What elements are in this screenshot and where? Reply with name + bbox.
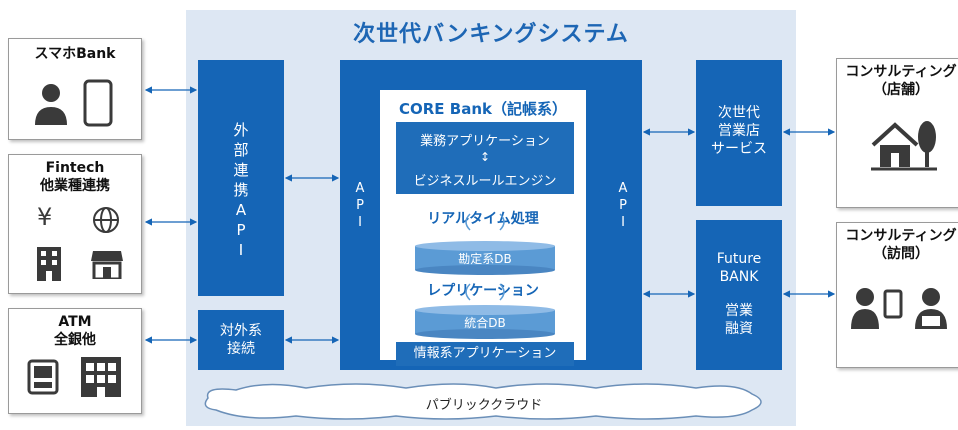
api-left-label: A P I <box>340 180 380 231</box>
house-tree-icon <box>871 121 937 171</box>
store-icon <box>91 251 123 279</box>
external-api-char: I <box>238 241 244 259</box>
accounting-db-cylinder <box>415 241 555 275</box>
consulting-visit-title: コンサルティング <box>845 228 957 244</box>
consultant-customer-icon <box>851 288 947 329</box>
api-right-char: I <box>621 215 625 230</box>
person-phone-icon <box>35 79 113 127</box>
api-right-label: A P I <box>604 180 642 231</box>
realtime-curve-left <box>465 213 471 231</box>
api-left-char: A <box>355 181 365 196</box>
cloud-shape <box>204 383 762 420</box>
external-api-char: 連 <box>233 161 249 179</box>
atm-title: ATM <box>58 314 92 330</box>
atm-box: ATM 全銀他 <box>8 308 142 414</box>
smartphone-bank-box: スマホBank <box>8 38 142 140</box>
external-connection-box: 対外系 接続 <box>198 310 284 370</box>
cloud-label: パブリッククラウド <box>425 398 543 413</box>
smartphone-bank-title: スマホBank <box>34 46 116 62</box>
future-bank-line1: Future <box>716 251 762 267</box>
api-left-char: P <box>356 198 364 213</box>
integrated-db-label: 統合DB <box>464 316 506 330</box>
consulting-visit-box: コンサルティング （訪問） <box>836 222 958 368</box>
external-api-char: 携 <box>233 181 249 199</box>
external-api-box: 外 部 連 携 A P I <box>198 60 284 296</box>
future-bank-line2: BANK <box>719 269 759 285</box>
bank-building-icon <box>81 357 121 397</box>
integrated-db-cylinder <box>415 305 555 339</box>
atm-icon <box>27 359 59 395</box>
next-gen-line3: サービス <box>711 141 767 157</box>
replication-curve-left <box>465 283 471 301</box>
next-gen-line1: 次世代 <box>718 105 760 121</box>
consulting-store-title: コンサルティング <box>845 64 957 80</box>
future-bank-line4: 融資 <box>725 321 753 337</box>
api-left-char: I <box>358 215 362 230</box>
building-icon <box>37 247 61 281</box>
realtime-label: リアルタイム処理 <box>427 211 539 227</box>
external-api-char: 外 <box>233 121 249 139</box>
yen-icon: ¥ <box>37 203 53 231</box>
consulting-store-subtitle: （店舗） <box>873 82 929 98</box>
replication-label: レプリケーション <box>427 283 539 299</box>
api-right-char: A <box>618 181 628 196</box>
future-bank-box: Future BANK 営業 融資 <box>696 220 782 370</box>
future-bank-line3: 営業 <box>725 303 753 319</box>
external-api-char: A <box>235 201 247 219</box>
api-right-char: P <box>619 198 627 213</box>
replication-curve-right <box>499 283 505 301</box>
external-api-char: P <box>236 221 246 239</box>
info-app-box: 情報系アプリケーション <box>396 342 574 366</box>
accounting-db-label: 勘定系DB <box>458 252 512 266</box>
atm-subtitle: 全銀他 <box>54 332 96 348</box>
realtime-curve-right <box>499 213 505 231</box>
double-arrow-icon: ↕ <box>479 150 491 164</box>
fintech-subtitle: 他業種連携 <box>40 178 110 194</box>
next-gen-branch-box: 次世代 営業店 サービス <box>696 60 782 206</box>
consulting-store-box: コンサルティング （店舗） <box>836 58 958 208</box>
info-app-label: 情報系アプリケーション <box>413 346 557 361</box>
rule-engine-label: ビジネスルールエンジン <box>413 174 557 189</box>
external-connection-line1: 対外系 <box>220 323 262 339</box>
business-rule-box: 業務アプリケーション ↕ ビジネスルールエンジン <box>396 122 574 194</box>
diagram-title: 次世代バンキングシステム <box>353 22 629 47</box>
fintech-title: Fintech <box>45 160 105 176</box>
consulting-visit-subtitle: （訪問） <box>873 246 929 262</box>
globe-icon <box>93 207 119 233</box>
core-bank-title: CORE Bank（記帳系） <box>399 100 567 118</box>
fintech-box: Fintech 他業種連携 ¥ <box>8 154 142 294</box>
external-api-char: 部 <box>233 141 249 159</box>
external-connection-line2: 接続 <box>227 341 255 357</box>
next-gen-line2: 営業店 <box>718 123 760 139</box>
business-app-label: 業務アプリケーション <box>420 134 550 149</box>
